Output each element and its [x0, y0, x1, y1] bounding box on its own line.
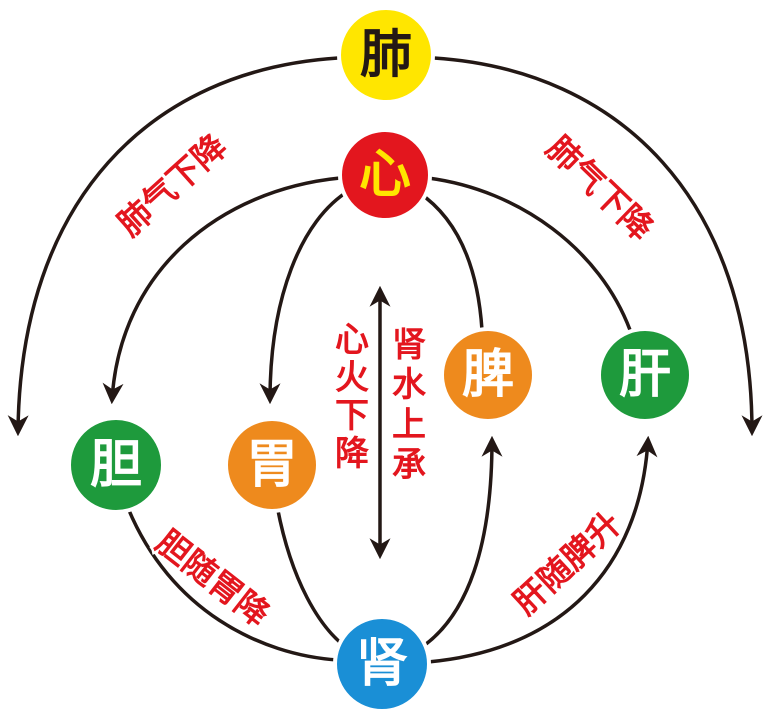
heart-to-liver-line — [427, 176, 632, 331]
svg-text:火: 火 — [335, 358, 369, 398]
kidney-to-spleen-arc — [413, 435, 503, 654]
node-stomach-label: 胃 — [246, 435, 298, 495]
heart-to-gallbladder-arc — [102, 176, 341, 405]
kidney-water-rises-label: 肾 水 上 承 — [392, 325, 427, 485]
svg-text:承: 承 — [392, 445, 426, 485]
heart-fire-descends-label: 心 火 下 降 — [335, 320, 370, 474]
svg-text:肾: 肾 — [392, 325, 426, 365]
node-stomach: 胃 — [224, 417, 320, 513]
svg-text:心: 心 — [335, 320, 369, 360]
node-spleen: 脾 — [440, 327, 536, 423]
node-gallbladder: 胆 — [67, 416, 165, 514]
node-spleen-label: 脾 — [462, 345, 514, 405]
gallbladder-to-kidney-line — [126, 507, 339, 662]
svg-text:下: 下 — [335, 396, 369, 436]
node-heart: 心 — [338, 128, 432, 222]
node-kidney: 肾 — [333, 615, 431, 713]
svg-text:上: 上 — [392, 405, 426, 445]
heart-to-stomach-arc — [259, 188, 351, 405]
node-liver: 肝 — [597, 327, 693, 423]
kidney-to-liver-arc — [427, 435, 658, 664]
node-lung: 肺 — [337, 6, 435, 104]
node-kidney-label: 肾 — [356, 634, 408, 694]
svg-text:水: 水 — [392, 365, 427, 405]
svg-text:降: 降 — [335, 434, 370, 474]
stomach-to-kidney-line — [274, 499, 351, 652]
outer-left-arc — [7, 56, 339, 437]
outer-right-arc — [433, 56, 763, 437]
node-heart-label: 心 — [359, 145, 411, 205]
node-liver-label: 肝 — [619, 345, 671, 405]
node-gallbladder-label: 胆 — [90, 435, 142, 495]
heart-to-spleen-line — [417, 190, 484, 331]
node-lung-label: 肺 — [360, 25, 412, 85]
